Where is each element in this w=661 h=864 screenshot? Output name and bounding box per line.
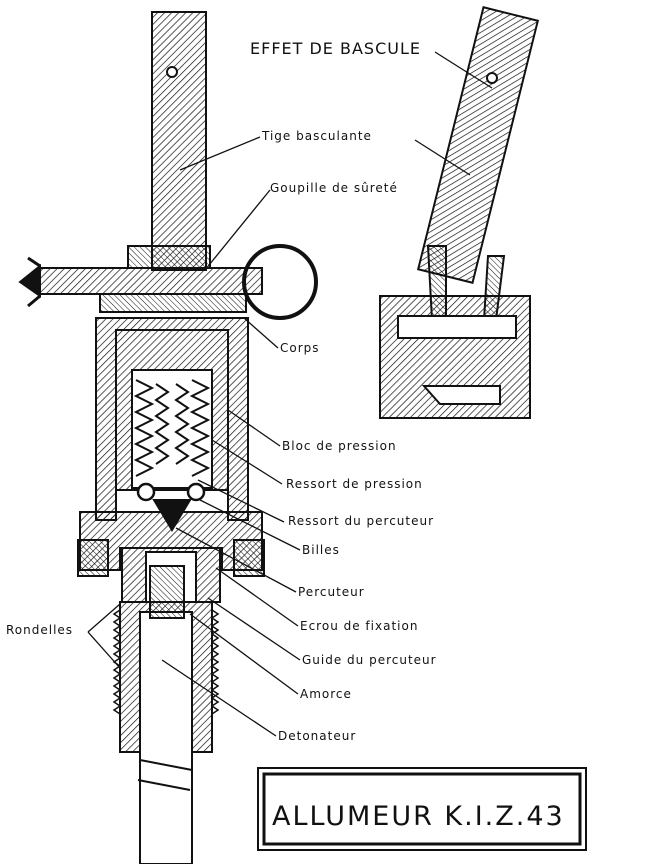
safety-pin-bar (39, 267, 263, 295)
detonator-tube (139, 611, 193, 864)
label-percuteur: Percuteur (298, 585, 365, 599)
pressure-springs (133, 379, 211, 477)
tilt-detail-drawing (379, 6, 540, 419)
tilting-rod (151, 11, 207, 271)
label-goupille: Goupille de sûreté (270, 181, 398, 195)
safety-pin-head (18, 263, 41, 298)
main-section-drawing (18, 11, 318, 864)
label-corps: Corps (280, 341, 320, 355)
ball-right (186, 482, 206, 502)
figure-title: ALLUMEUR K.I.Z.43 (272, 801, 565, 832)
label-tige-basculante: Tige basculante (261, 129, 372, 143)
label-detonateur: Detonateur (278, 729, 356, 743)
label-guide: Guide du percuteur (302, 653, 437, 667)
label-effet-de-bascule: EFFET DE BASCULE (250, 39, 421, 58)
label-bloc: Bloc de pression (282, 439, 397, 453)
label-billes: Billes (302, 543, 340, 557)
safety-ring (242, 244, 318, 320)
detail-rod (416, 6, 540, 284)
rod-pin-hole (166, 66, 178, 78)
leader-lines (87, 51, 493, 737)
label-ressort-percuteur: Ressort du percuteur (288, 514, 434, 528)
ball-left (136, 482, 156, 502)
labels: EFFET DE BASCULE Tige basculante Goupill… (6, 39, 437, 743)
label-rondelles: Rondelles (6, 623, 73, 637)
title-box: ALLUMEUR K.I.Z.43 (257, 767, 587, 851)
label-ressort-pression: Ressort de pression (286, 477, 423, 491)
label-ecrou: Ecrou de fixation (300, 619, 418, 633)
label-amorce: Amorce (300, 687, 352, 701)
